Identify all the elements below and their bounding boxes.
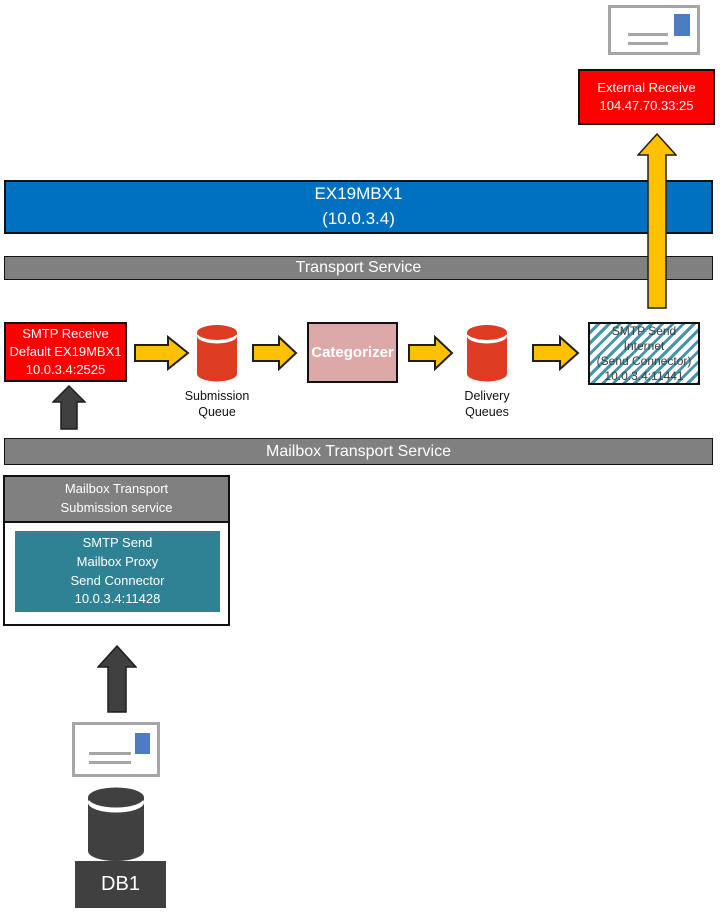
flow-right-arrow-icon bbox=[532, 335, 580, 371]
mailbox-transport-service-label: Mailbox Transport Service bbox=[266, 442, 451, 460]
delivery-queues-cylinder-icon bbox=[466, 324, 508, 382]
smtp-send-internet-box: SMTP Send Internet (Send Connector) 10.0… bbox=[588, 322, 700, 385]
smtp-receive-box: SMTP Receive Default EX19MBX1 10.0.3.4:2… bbox=[4, 322, 127, 382]
mailbox-transport-service-banner: Mailbox Transport Service bbox=[4, 438, 713, 465]
receive-up-arrow-icon bbox=[52, 385, 86, 430]
envelope-stamp-icon bbox=[135, 733, 150, 754]
flow-right-arrow-icon bbox=[408, 335, 454, 371]
smtp-receive-label: SMTP Receive Default EX19MBX1 10.0.3.4:2… bbox=[9, 325, 122, 378]
submission-queue-cylinder-icon bbox=[196, 324, 238, 382]
smtp-send-mailbox-proxy-label: SMTP Send Mailbox Proxy Send Connector 1… bbox=[70, 534, 165, 607]
external-receive-box: External Receive 104.47.70.33:25 bbox=[578, 69, 715, 125]
mailbox-submission-box: Mailbox Transport Submission service SMT… bbox=[3, 475, 230, 626]
mailbox-submission-header-label: Mailbox Transport Submission service bbox=[60, 481, 173, 515]
transport-service-label: Transport Service bbox=[295, 259, 422, 276]
flow-right-arrow-icon bbox=[252, 335, 298, 371]
outbound-up-arrow-icon bbox=[637, 133, 677, 309]
envelope-line-icon bbox=[628, 33, 668, 36]
envelope-line-icon bbox=[89, 752, 131, 755]
transport-service-banner: Transport Service bbox=[4, 256, 713, 280]
delivery-queues-label: Delivery Queues bbox=[464, 389, 510, 420]
submit-up-arrow-icon bbox=[97, 645, 137, 713]
server-banner-label: EX19MBX1 (10.0.3.4) bbox=[314, 184, 403, 228]
envelope-line-icon bbox=[89, 761, 131, 764]
mail-out-envelope-icon bbox=[608, 5, 700, 55]
mailbox-submission-header: Mailbox Transport Submission service bbox=[5, 477, 228, 523]
db1-label: DB1 bbox=[101, 873, 140, 895]
categorizer-label: Categorizer bbox=[311, 344, 394, 361]
database-cylinder-icon bbox=[87, 786, 145, 862]
submission-queue-label: Submission Queue bbox=[184, 389, 250, 420]
envelope-line-icon bbox=[628, 42, 668, 45]
smtp-send-mailbox-proxy-box: SMTP Send Mailbox Proxy Send Connector 1… bbox=[15, 531, 220, 612]
db1-box: DB1 bbox=[75, 861, 166, 908]
external-receive-label: External Receive 104.47.70.33:25 bbox=[597, 79, 696, 113]
categorizer-box: Categorizer bbox=[307, 322, 398, 383]
server-banner: EX19MBX1 (10.0.3.4) bbox=[4, 180, 713, 234]
smtp-send-internet-label: SMTP Send Internet (Send Connector) 10.0… bbox=[596, 323, 692, 383]
envelope-stamp-icon bbox=[674, 14, 690, 36]
flow-right-arrow-icon bbox=[134, 335, 190, 371]
mail-in-envelope-icon bbox=[72, 722, 160, 777]
